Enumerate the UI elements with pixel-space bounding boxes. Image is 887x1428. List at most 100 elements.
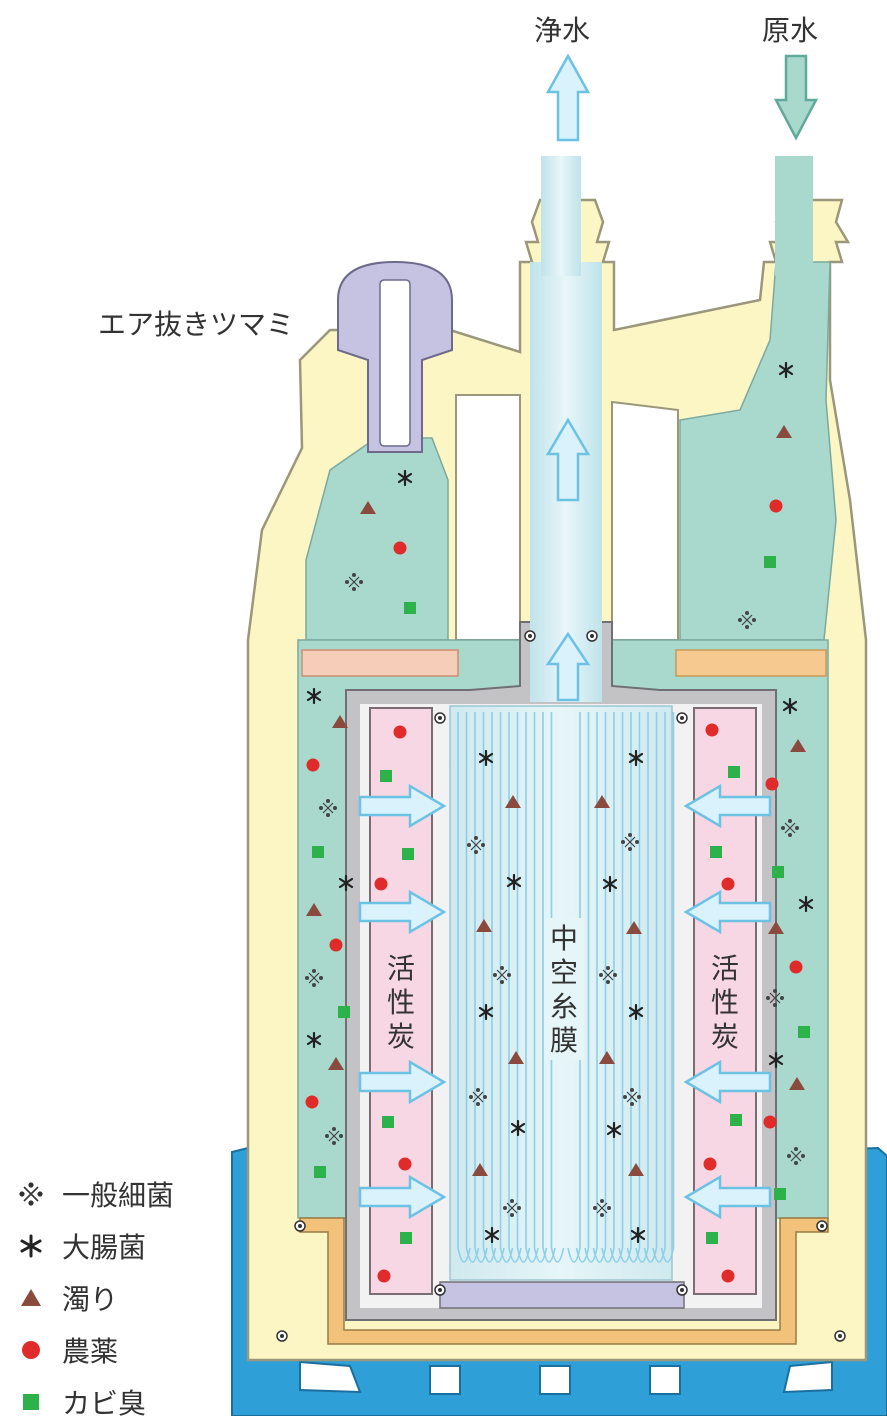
up-arrow-mid (545, 417, 591, 502)
ecoli-mark-icon (628, 1003, 644, 1021)
ecoli-mark-icon (306, 1031, 322, 1049)
clean-water-label: 浄水 (534, 14, 590, 47)
mold-odor-square-icon (400, 1232, 412, 1244)
hollow-fiber-bottom-plate (439, 1281, 685, 1309)
ecoli-mark-icon (606, 1121, 622, 1139)
bottom-seal-ring (299, 1217, 829, 1345)
bacteria-mark-icon (305, 968, 324, 987)
screw-icon (586, 630, 598, 642)
ecoli-mark-icon (506, 873, 522, 891)
screw-icon (676, 1284, 688, 1296)
turbidity-triangle-icon (626, 921, 642, 934)
ecoli-mark-icon (768, 1051, 784, 1069)
in-arrow-right-3 (683, 1059, 772, 1105)
cavity-left (455, 394, 521, 641)
bacteria-mark-icon (622, 1087, 641, 1106)
mold-odor-square-icon (728, 766, 740, 778)
svg-text:活性炭: 活性炭 (711, 952, 739, 1053)
mold-odor-square-icon (14, 1387, 48, 1417)
mold-odor-square-icon (730, 1114, 742, 1126)
pesticide-dot-icon (398, 1157, 412, 1171)
cavity-right (611, 400, 679, 641)
bacteria-mark-icon (765, 988, 784, 1007)
turbidity-triangle-icon (476, 919, 492, 932)
turbidity-triangle-icon (328, 1057, 344, 1070)
up-arrow-lower (545, 631, 591, 702)
hollow-fiber-label: 中空糸膜 (544, 918, 584, 1060)
in-arrow-left-4 (358, 1174, 447, 1220)
turbidity-triangle-icon (306, 903, 322, 916)
flow-arrows (358, 53, 819, 1220)
turbidity-triangle-icon (360, 501, 376, 514)
mold-odor-square-icon (402, 848, 414, 860)
ecoli-mark-icon (510, 1119, 526, 1137)
legend-label: 大腸菌 (62, 1231, 147, 1264)
raw-water-inlet-pipe (775, 156, 813, 276)
pesticide-dot-icon (374, 877, 388, 891)
ecoli-mark-icon (630, 1226, 646, 1244)
screw-icon (524, 630, 536, 642)
turbidity-triangle-icon (768, 921, 784, 934)
bacteria-mark-icon (469, 1087, 488, 1106)
ecoli-mark-icon (14, 1231, 48, 1261)
legend-item-turbidity: 濁り (14, 1272, 174, 1324)
pesticide-dot-icon (305, 1095, 319, 1109)
turbidity-triangle-icon (790, 739, 806, 752)
mold-odor-square-icon (710, 846, 722, 858)
screw-icon (816, 1220, 828, 1232)
turbidity-triangle-icon (472, 1163, 488, 1176)
bacteria-mark-icon (493, 965, 512, 984)
bacteria-mark-icon (14, 1179, 48, 1209)
turbidity-triangle-icon (14, 1283, 48, 1313)
separator-ring-right (675, 649, 827, 677)
bacteria-mark-icon (786, 1146, 805, 1165)
mold-odor-square-icon (404, 602, 416, 614)
screw-icon (434, 712, 446, 724)
turbidity-triangle-icon (505, 795, 521, 808)
bacteria-mark-icon (319, 798, 338, 817)
turbidity-triangle-icon (789, 1077, 805, 1090)
pesticide-dot-icon (393, 725, 407, 739)
carbon-label-left: 活性炭 (381, 948, 421, 1060)
ecoli-mark-icon (478, 749, 494, 767)
bacteria-mark-icon (325, 1126, 344, 1145)
turbidity-triangle-icon (594, 795, 610, 808)
ecoli-mark-icon (778, 361, 794, 379)
pesticide-dot-icon (306, 758, 320, 772)
mold-odor-square-icon (382, 1116, 394, 1128)
mold-odor-square-icon (772, 866, 784, 878)
pesticide-dot-icon (703, 1157, 717, 1171)
clean-water-outlet-pipe (541, 156, 581, 276)
turbidity-triangle-icon (508, 1051, 524, 1064)
legend-item-mold-odor: カビ臭 (14, 1376, 174, 1428)
legend-label: カビ臭 (62, 1387, 147, 1420)
raw-water-label: 原水 (762, 14, 818, 47)
pesticide-dot-icon (763, 1115, 777, 1129)
bacteria-mark-icon (780, 818, 799, 837)
pesticide-dot-icon (377, 1269, 391, 1283)
ecoli-mark-icon (478, 1003, 494, 1021)
mold-odor-square-icon (764, 556, 776, 568)
ecoli-mark-icon (602, 875, 618, 893)
in-arrow-right-4 (683, 1174, 772, 1220)
bacteria-mark-icon (737, 610, 756, 629)
ecoli-mark-icon (484, 1226, 500, 1244)
ecoli-mark-icon (628, 749, 644, 767)
svg-text:活性炭: 活性炭 (387, 952, 415, 1053)
screw-icon (676, 712, 688, 724)
screw-icon (834, 1330, 846, 1342)
legend-item-bacteria: 一般細菌 (14, 1168, 174, 1220)
ecoli-mark-icon (782, 697, 798, 715)
bacteria-mark-icon (345, 572, 364, 591)
clean-water-out-arrow (545, 53, 591, 142)
separator-ring-left (301, 649, 459, 677)
legend-item-ecoli: 大腸菌 (14, 1220, 174, 1272)
base-feet (299, 1360, 833, 1395)
in-arrow-right-2 (683, 889, 772, 935)
pesticide-dot-icon (789, 960, 803, 974)
contaminant-particles (276, 361, 846, 1342)
pesticide-dot-icon (705, 723, 719, 737)
pesticide-dot-icon (769, 499, 783, 513)
